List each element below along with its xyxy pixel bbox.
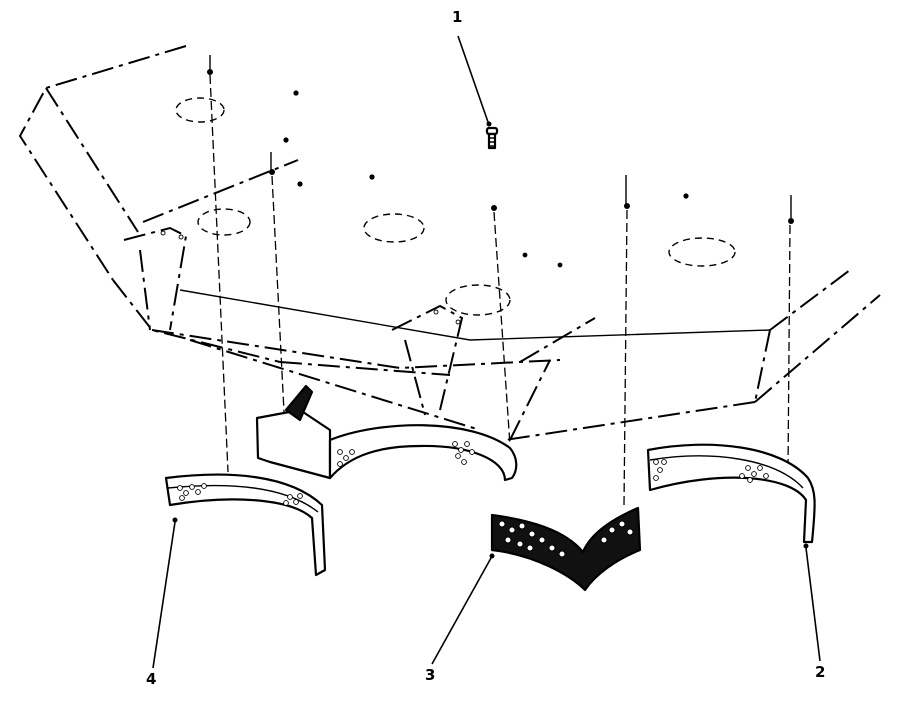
phantom-housing-outline	[18, 45, 881, 441]
part-2-right-shell[interactable]	[646, 443, 816, 544]
hidden-bore-holes	[175, 97, 736, 316]
callout-2: 2	[815, 663, 826, 681]
alignment-lines	[207, 55, 794, 506]
callout-4: 4	[146, 670, 157, 688]
hole-pattern	[498, 520, 634, 558]
hole-pattern	[177, 483, 303, 506]
part-4-left-shell[interactable]	[164, 473, 327, 577]
leader-lines	[152, 35, 821, 669]
part-3-center-shell[interactable]	[255, 384, 642, 592]
callout-3: 3	[425, 666, 436, 684]
callout-1: 1	[452, 8, 463, 26]
hole-pattern	[337, 441, 475, 467]
hole-pattern	[653, 459, 769, 483]
surface-dots	[283, 90, 689, 268]
part-1-screw[interactable]	[485, 126, 499, 150]
